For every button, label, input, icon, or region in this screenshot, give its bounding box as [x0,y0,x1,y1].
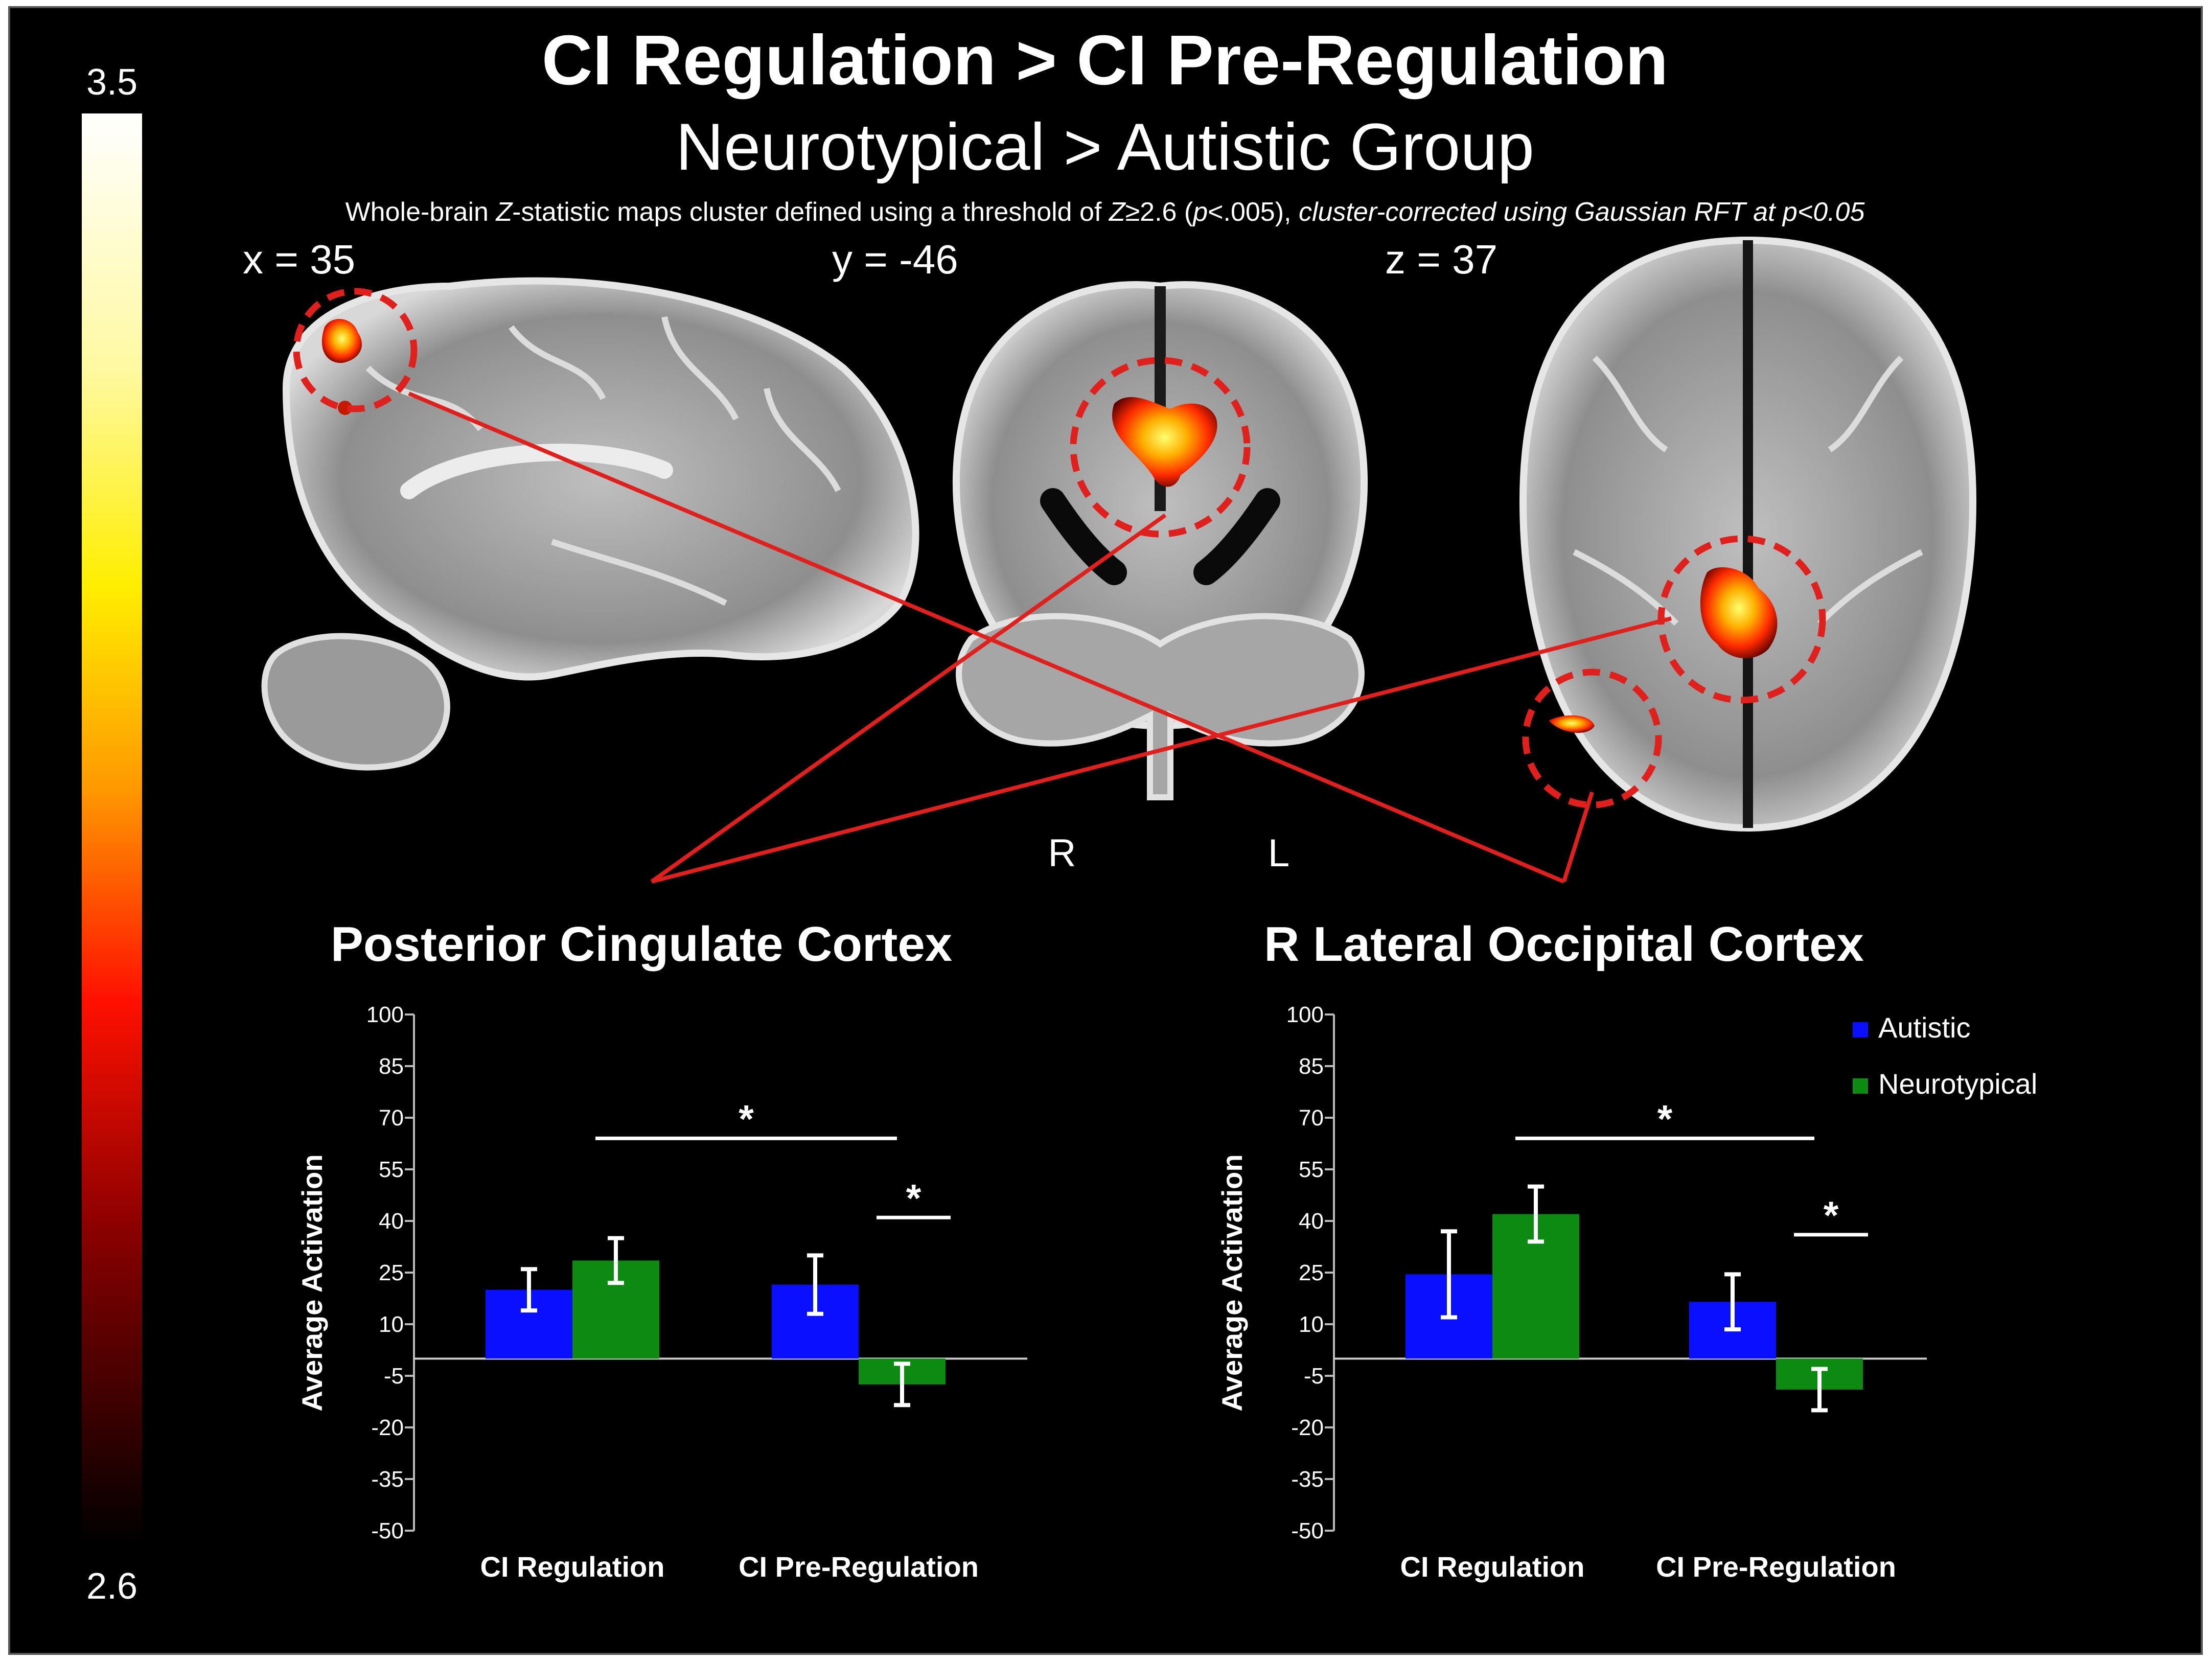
y-tick-label: 25 [379,1260,404,1285]
connector-sagittal-to-occipital [408,391,1565,884]
chart-title: R Lateral Occipital Cortex [1264,917,1864,972]
colorbar-max-label: 3.5 [86,62,137,103]
methods-note-part: <.005), [1208,197,1299,227]
sagittal-coordinate: x = 35 [243,237,355,282]
colorbar: 3.5 2.6 [82,62,142,1607]
methods-note-part: Z [495,197,513,227]
category-label: CI Pre-Regulation [739,1551,979,1583]
y-tick-label: 100 [1286,1002,1324,1027]
y-tick-label: 70 [1299,1105,1324,1131]
y-tick-label: 100 [366,1002,404,1027]
coronal-roi-circle [1070,357,1251,538]
connector-axial-to-cingulate [651,616,1672,884]
sagittal-brain-image [261,277,919,771]
y-tick-label: 55 [1299,1157,1324,1182]
chart-posterior-cingulate-cortex: Posterior Cingulate Cortex 100 85 70 55 40 25 1… [296,917,1027,1583]
y-tick-label: -20 [371,1415,404,1440]
sagittal-corpus-callosum [400,444,673,499]
methods-note-part: Z [1108,197,1126,227]
legend-swatch-autistic [1853,1022,1868,1037]
y-tick-label: 40 [1299,1209,1324,1234]
y-tick-label: -50 [1291,1518,1324,1543]
chart-title: Posterior Cingulate Cortex [331,917,952,972]
sagittal-cerebellum [261,633,450,771]
significance-star: * [1657,1097,1673,1141]
orientation-right: R [1048,832,1076,875]
category-label: CI Regulation [480,1551,665,1583]
sagittal-sulci [365,316,841,606]
coronal-activation-blob [1112,397,1217,487]
y-tick-label: 10 [379,1312,404,1337]
y-tick-label: 85 [1299,1054,1324,1079]
coronal-coordinate: y = -46 [832,237,958,282]
y-tick-label: -5 [384,1364,404,1389]
y-tick-label: -35 [1291,1467,1324,1492]
connector-coronal-to-cingulate [650,513,1167,884]
connector-lines [408,391,1672,884]
methods-note-part: Whole-brain [345,197,496,227]
y-axis-label: Average Activation [1216,1154,1248,1411]
y-tick-label: 85 [379,1054,404,1079]
methods-note-part: ≥2.6 ( [1125,197,1193,227]
methods-note-part: cluster-corrected using Gaussian RFT at … [1299,197,1865,227]
y-tick-label: 55 [379,1157,404,1182]
y-tick-label: 40 [379,1209,404,1234]
y-axis-label: Average Activation [296,1154,328,1411]
significance-star: * [739,1097,754,1141]
axial-sulci [1573,355,1923,626]
significance-star: * [1824,1194,1839,1237]
chart-r-lateral-occipital-cortex: R Lateral Occipital Cortex 100 85 70 55 40 25 1… [1216,917,2037,1583]
coronal-brain-image [953,281,1368,800]
colorbar-min-label: 2.6 [86,1566,137,1607]
y-tick-label: 70 [379,1105,404,1131]
colorbar-gradient [82,113,142,1544]
axial-coordinate: z = 37 [1385,237,1497,282]
axial-roi-circle-small [1522,668,1662,809]
y-tick-label: -5 [1304,1364,1324,1389]
y-tick-label: 10 [1299,1312,1324,1337]
connector-occipital-stub [1562,791,1594,883]
y-tick-label: -35 [371,1467,404,1492]
main-title: CI Regulation > CI Pre-Regulation [542,21,1668,100]
axial-activation-blob-small [1549,715,1595,733]
significance-star: * [906,1176,921,1220]
sub-title: Neurotypical > Autistic Group [676,109,1534,184]
sagittal-cortex [282,277,919,681]
y-tick-label: -50 [371,1518,404,1543]
y-tick-label: -20 [1291,1415,1324,1440]
category-label: CI Pre-Regulation [1656,1551,1896,1583]
category-label: CI Regulation [1400,1551,1585,1583]
orientation-left: L [1268,832,1289,875]
sagittal-activation-blob [321,318,362,363]
axial-activation-blob [1700,567,1778,659]
axial-brain-image [1519,236,1977,832]
methods-note: Whole-brain Z-statistic maps cluster def… [345,197,1865,227]
legend-label-autistic: Autistic [1878,1011,1971,1044]
legend-swatch-neurotypical [1853,1078,1868,1094]
coronal-ventricles [1040,488,1280,585]
legend-label-neurotypical: Neurotypical [1878,1068,2037,1100]
y-tick-label: 25 [1299,1260,1324,1285]
methods-note-part: p [1192,197,1208,227]
coronal-cerebellum [956,613,1365,800]
sagittal-roi-circle [293,288,418,412]
methods-note-part: -statistic maps cluster defined using a … [512,197,1109,227]
